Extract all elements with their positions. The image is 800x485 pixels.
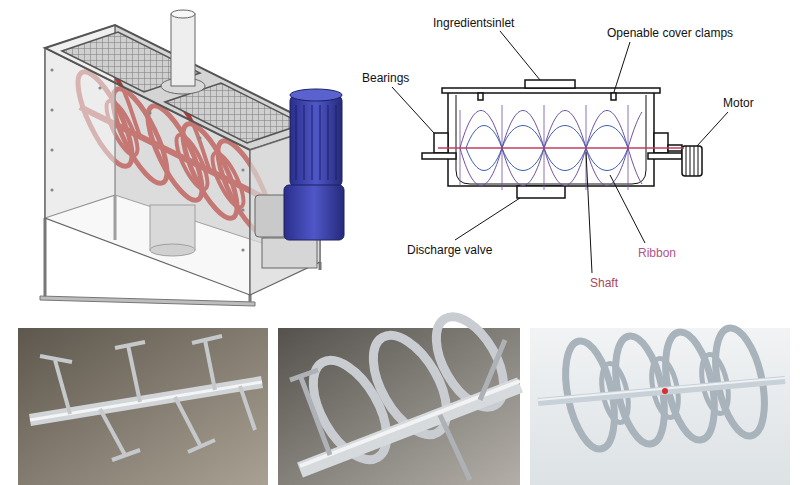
photo-paddle-shaft-part-part — [40, 356, 72, 362]
photo-ribbon-render-part — [557, 324, 773, 454]
part-label: Ribbon — [638, 246, 676, 260]
photo-ribbon-render-part — [538, 380, 785, 402]
photo-paddle-shaft-part-part — [205, 340, 215, 390]
mixer-illustration-part-part — [241, 248, 244, 251]
mixer-schematic-part — [648, 153, 682, 159]
photo-paddle-shaft-part-part — [175, 397, 200, 445]
photo-ribbon-closeup-part-part — [480, 340, 505, 400]
mixer-schematic — [422, 80, 702, 198]
mixer-illustration-part — [255, 195, 287, 237]
photo-paddle-shaft-part-part — [188, 440, 215, 452]
mixer-schematic-part — [448, 93, 654, 186]
mixer-illustration-part-part — [98, 86, 101, 89]
part-label: Bearings — [362, 71, 409, 85]
leader-lines-part — [614, 42, 630, 92]
mixer-schematic-part — [682, 146, 702, 176]
photo-ribbon-render-part — [538, 378, 785, 400]
mixer-illustration — [40, 10, 344, 306]
photo-ribbon-render-part — [662, 388, 668, 394]
photo-paddle-shaft — [18, 328, 268, 485]
mixer-illustration-part-part — [50, 148, 53, 151]
mixer-illustration-part — [171, 10, 195, 18]
mixer-illustration-part — [262, 238, 317, 268]
photo-ribbon-closeup-part — [300, 385, 520, 470]
photo-paddle-shaft-part-part — [192, 336, 222, 343]
leader-lines — [392, 31, 728, 273]
photo-ribbon-render — [530, 324, 790, 485]
mixer-schematic-part — [456, 95, 646, 184]
leader-lines-part — [586, 152, 592, 273]
photo-paddle-shaft-part-part — [115, 342, 145, 348]
leader-lines-part — [697, 112, 728, 146]
mixer-illustration-part — [290, 89, 342, 101]
photo-ribbon-closeup-part-part — [440, 415, 470, 480]
mixer-illustration-part-part — [50, 188, 53, 191]
mixer-illustration-part — [40, 296, 255, 306]
mixer-illustration-part — [296, 105, 336, 180]
mixer-illustration-part-part — [198, 136, 201, 139]
part-label: Ingredientsinlet — [433, 16, 514, 30]
part-label: Openable cover clamps — [607, 26, 733, 40]
mixer-illustration-part — [284, 185, 344, 240]
mixer-illustration-part-part — [241, 168, 244, 171]
mixer-illustration-part-part — [50, 108, 53, 111]
photo-ribbon-closeup-part — [300, 381, 520, 466]
mixer-schematic-part — [525, 80, 575, 88]
leader-lines-part — [392, 87, 434, 133]
part-label: Motor — [723, 96, 754, 110]
leader-lines-part — [455, 198, 520, 240]
mixer-illustration-part — [171, 14, 195, 86]
mixer-schematic-part — [478, 93, 483, 100]
photo-paddle-shaft-part — [40, 336, 255, 460]
leader-lines-part — [500, 31, 540, 80]
photo-paddle-shaft-part-part — [100, 409, 125, 455]
mixer-schematic-part — [686, 146, 698, 176]
photo-paddle-shaft-part-part — [128, 345, 140, 402]
mixer-illustration-part-part — [148, 111, 151, 114]
part-label: Discharge valve — [407, 243, 492, 257]
photo-ribbon-closeup-part — [290, 340, 505, 480]
photo-ribbon-closeup — [278, 306, 520, 485]
mixer-schematic-part — [611, 93, 616, 100]
mixer-illustration-part-part — [241, 208, 244, 211]
part-label: Shaft — [590, 276, 618, 290]
shaft-line — [438, 147, 684, 149]
photo-paddle-shaft-part — [18, 328, 268, 485]
photo-ribbon-closeup-part — [278, 328, 520, 485]
mixer-schematic-part — [654, 133, 668, 153]
photo-ribbon-closeup-part-part — [290, 370, 318, 380]
mixer-schematic-part — [517, 186, 565, 198]
leader-lines-part — [610, 175, 645, 243]
photo-ribbon-closeup-part-part — [300, 375, 330, 455]
photo-ribbon-closeup-part — [298, 306, 517, 472]
mixer-schematic-part — [422, 153, 456, 159]
mixer-illustration-part — [290, 95, 342, 187]
mixer-schematic-part — [434, 133, 448, 153]
photo-paddle-shaft-part-part — [240, 386, 255, 430]
photo-paddle-shaft-part-part — [55, 360, 70, 414]
mixer-illustration-part-part — [50, 68, 53, 71]
photo-paddle-shaft-part-part — [112, 450, 140, 460]
